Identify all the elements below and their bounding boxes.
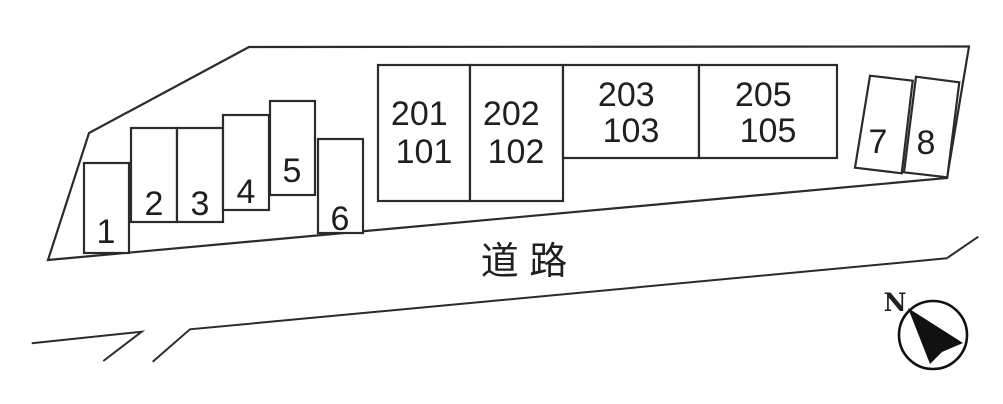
parking-space-7: 7 <box>853 74 914 175</box>
parking-space-6-outline <box>316 137 365 235</box>
parking-space-4: 4 <box>221 113 271 212</box>
parking-space-7-label: 7 <box>869 123 888 161</box>
building-205-105: 205 105 <box>697 63 839 160</box>
road-edge-break-left <box>31 330 146 362</box>
road-label: 道 路 <box>481 241 568 283</box>
parking-space-2-label: 2 <box>145 185 164 223</box>
parking-space-2-outline <box>129 126 179 224</box>
parking-space-1-outline <box>82 161 131 255</box>
building-201-101-outline <box>376 63 472 203</box>
road-edge-right <box>152 235 979 363</box>
parking-space-7-outline <box>853 74 914 175</box>
building-203-103-label: 203 103 <box>598 76 664 150</box>
building-202-102-label: 202 102 <box>483 95 549 171</box>
building-203-103-outline <box>561 63 701 160</box>
building-201-101-label: 201 101 <box>391 95 457 171</box>
parking-space-4-outline <box>221 113 271 212</box>
building-201-101: 201 101 <box>376 63 472 203</box>
parking-space-5: 5 <box>268 99 317 197</box>
compass: N <box>884 288 969 371</box>
building-205-105-outline <box>697 63 839 160</box>
site-boundary <box>46 45 971 262</box>
parking-space-5-outline <box>268 99 317 197</box>
building-202-102: 202 102 <box>468 63 565 203</box>
building-202-102-outline <box>468 63 565 203</box>
north-arrow-icon <box>908 308 963 364</box>
parking-space-8-outline <box>902 75 961 179</box>
parking-space-6-label: 6 <box>331 200 350 238</box>
parking-space-8: 8 <box>902 75 961 179</box>
parking-space-5-label: 5 <box>283 152 302 190</box>
parking-space-4-label: 4 <box>237 173 256 211</box>
building-205-105-label: 205 105 <box>735 76 801 150</box>
parking-space-2: 2 <box>129 126 179 224</box>
parking-space-1-label: 1 <box>97 213 116 251</box>
parking-space-3: 3 <box>175 126 225 224</box>
parking-space-1: 1 <box>82 161 131 255</box>
parking-space-6: 6 <box>316 137 365 238</box>
compass-circle <box>897 299 969 371</box>
parking-space-8-label: 8 <box>917 124 936 162</box>
parking-space-3-outline <box>175 126 225 224</box>
building-203-103: 203 103 <box>561 63 701 160</box>
compass-north-label: N <box>884 288 907 317</box>
parking-space-3-label: 3 <box>191 185 210 223</box>
